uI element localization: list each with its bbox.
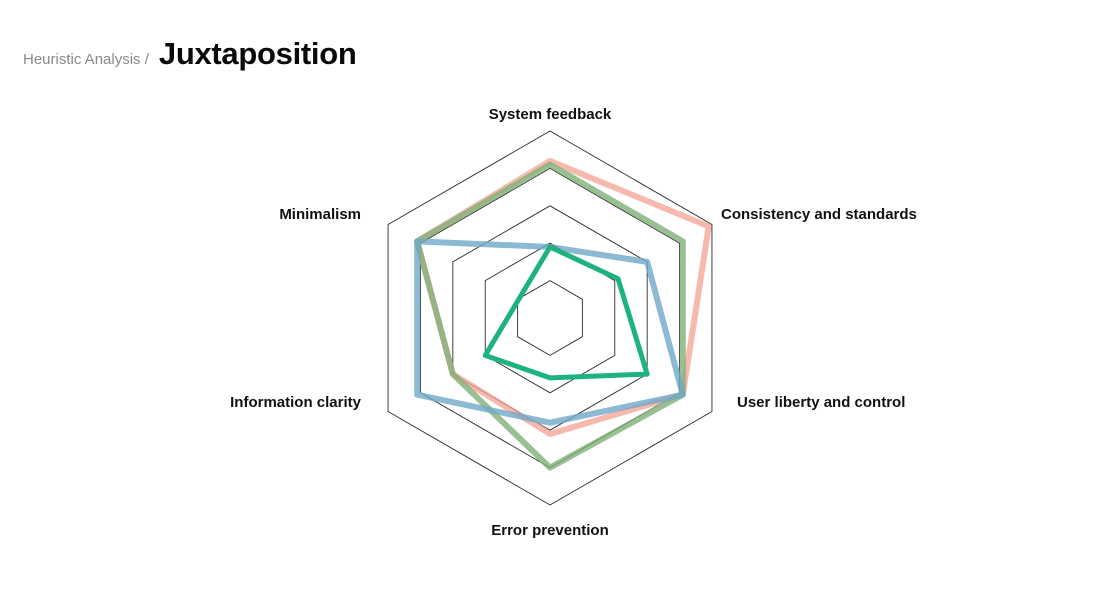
grid-ring-1: [517, 280, 583, 356]
breadcrumb[interactable]: Heuristic Analysis /: [23, 51, 149, 68]
header: Heuristic Analysis / Juxtaposition: [23, 36, 357, 72]
axis-label-3: User liberty and control: [737, 394, 905, 411]
axis-label-4: Error prevention: [491, 522, 609, 539]
axis-label-2: Consistency and standards: [721, 206, 917, 223]
grid-ring-2: [484, 242, 616, 394]
grid-ring-3: [452, 205, 648, 431]
page-title: Juxtaposition: [158, 36, 357, 71]
series-3-line: [414, 238, 686, 426]
axis-label-6: Minimalism: [279, 206, 361, 223]
radar-series: [414, 157, 712, 471]
series-1-line: [414, 157, 712, 437]
axis-label-5: Information clarity: [230, 394, 362, 411]
grid-ring-5: [387, 130, 713, 506]
series-4-line: [482, 244, 650, 381]
axis-label-1: System feedback: [489, 106, 612, 123]
